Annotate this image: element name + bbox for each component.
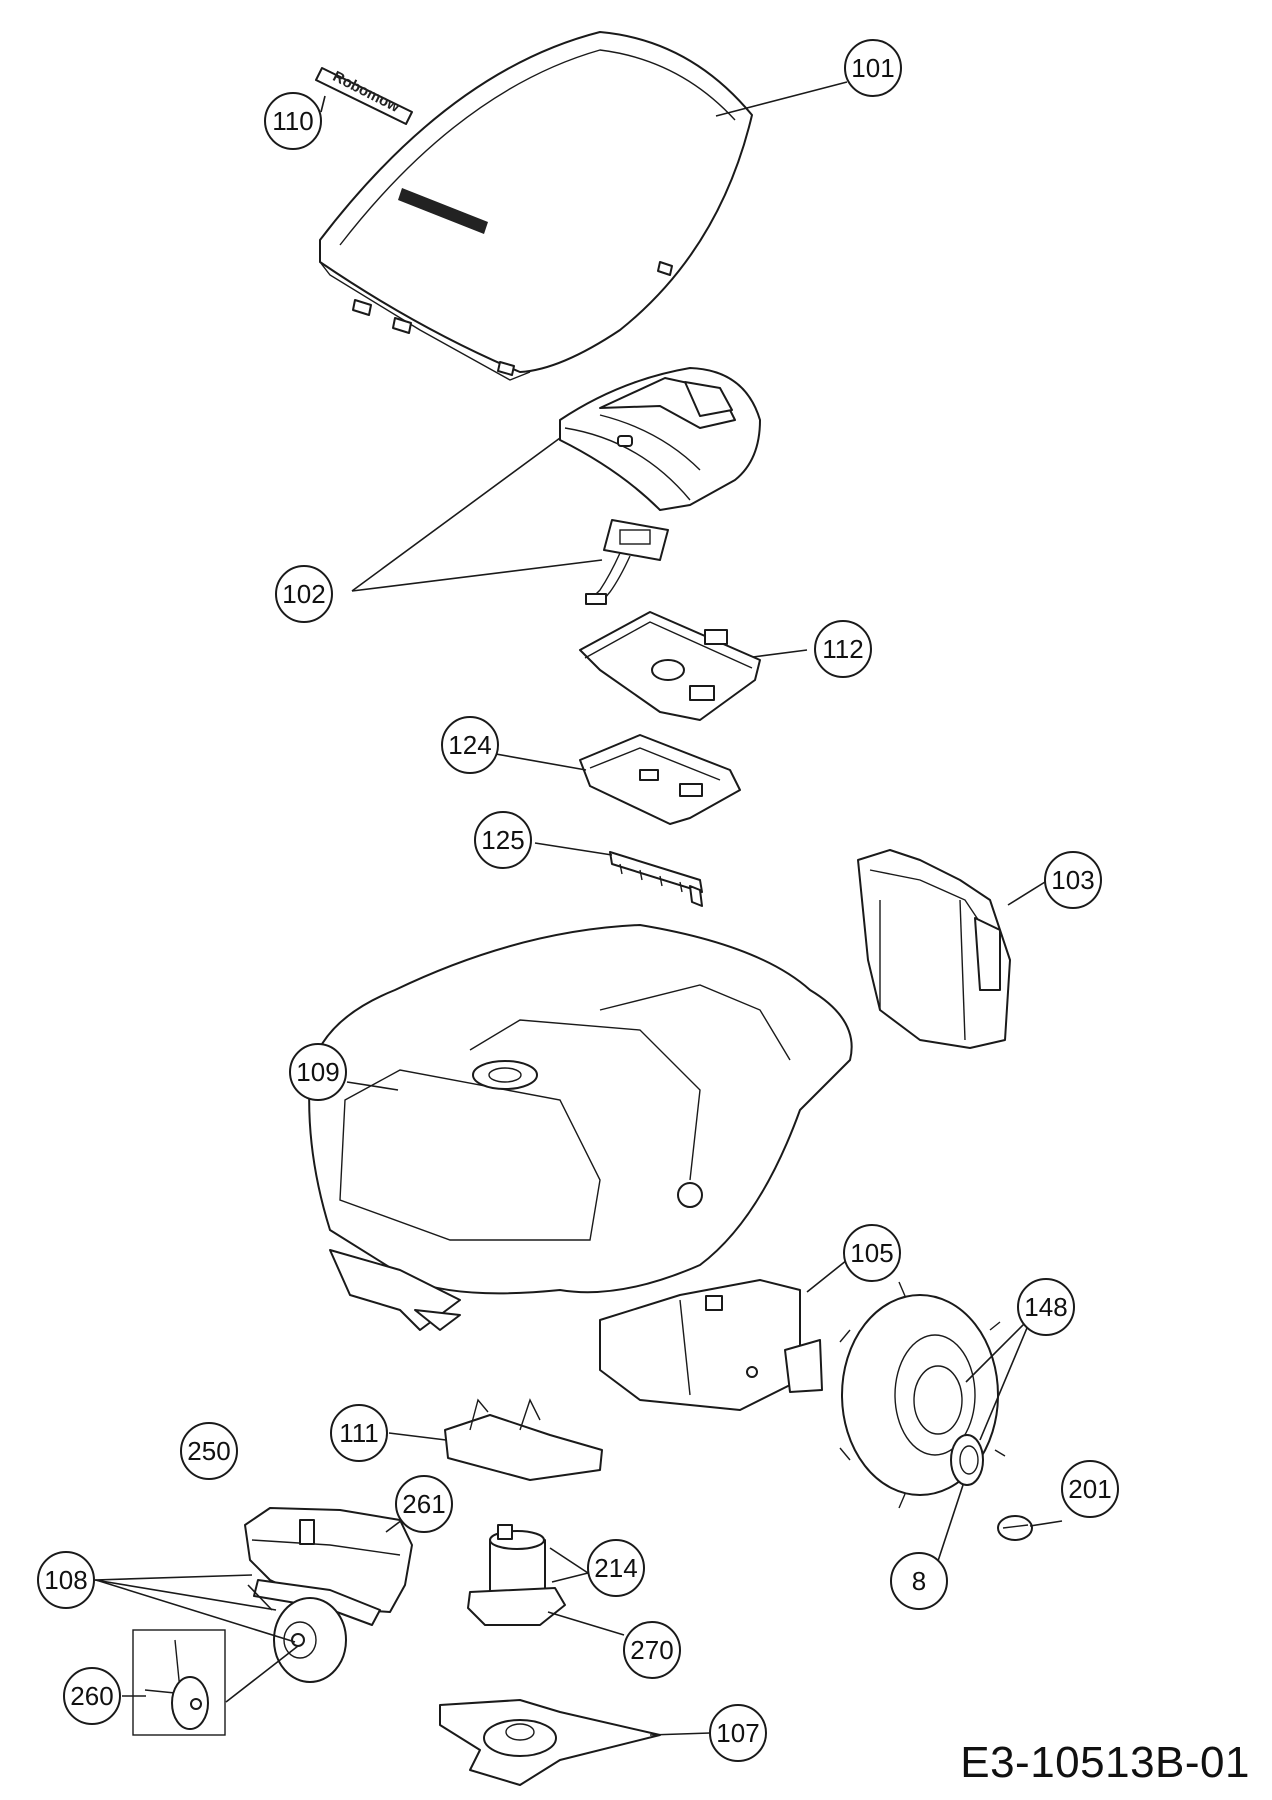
- callout-label: 201: [1068, 1474, 1111, 1504]
- blade-motor-part: [467, 1524, 566, 1626]
- callout-label: 214: [594, 1553, 637, 1583]
- drive-motor-part: [599, 1279, 823, 1411]
- callout-circle: [587, 1539, 645, 1597]
- callout-circle: [844, 39, 902, 97]
- callout-label: 250: [187, 1436, 230, 1466]
- callout-circle: [63, 1667, 121, 1725]
- callout-103: 103: [1044, 851, 1102, 909]
- callout-148: 148: [1017, 1278, 1075, 1336]
- callout-circle: [709, 1704, 767, 1762]
- callout-label: 270: [630, 1635, 673, 1665]
- connector-bracket-part: [609, 851, 703, 907]
- callout-circle: [395, 1475, 453, 1533]
- callout-261: 261: [395, 1475, 453, 1533]
- callout-250: 250: [180, 1422, 238, 1480]
- callout-109: 109: [289, 1043, 347, 1101]
- callout-260: 260: [63, 1667, 121, 1725]
- callout-label: 109: [296, 1057, 339, 1087]
- callout-label: 260: [70, 1681, 113, 1711]
- caster-wheel-part: [132, 1629, 226, 1736]
- callout-label: 261: [402, 1489, 445, 1519]
- callout-101: 101: [844, 39, 902, 97]
- callout-circle: [814, 620, 872, 678]
- callout-circle: [474, 811, 532, 869]
- callout-111: 111: [330, 1404, 388, 1462]
- callout-110: 110: [264, 92, 322, 150]
- callout-circle: [275, 565, 333, 623]
- wheel-badge-part: [997, 1515, 1033, 1541]
- main-pcb-part: [579, 611, 761, 721]
- callout-circle: [890, 1552, 948, 1610]
- callout-8: 8: [890, 1552, 948, 1610]
- chassis-part: [308, 924, 853, 1331]
- battery-compartment-part: [857, 849, 1011, 1049]
- callout-circle: [1017, 1278, 1075, 1336]
- control-panel-housing-part: [559, 367, 761, 511]
- callout-214: 214: [587, 1539, 645, 1597]
- callout-label: 105: [850, 1238, 893, 1268]
- pcb-holder-part: [579, 734, 741, 825]
- callout-circle: [623, 1621, 681, 1679]
- top-cover-part: [319, 31, 753, 381]
- callout-label: 124: [448, 730, 491, 760]
- callout-circle: [264, 92, 322, 150]
- callout-108: 108: [37, 1551, 95, 1609]
- callout-label: 110: [272, 106, 313, 136]
- callout-circle: [1044, 851, 1102, 909]
- callout-circle: [330, 1404, 388, 1462]
- callout-label: 111: [339, 1418, 379, 1448]
- callout-201: 201: [1061, 1460, 1119, 1518]
- callout-270: 270: [623, 1621, 681, 1679]
- callout-105: 105: [843, 1224, 901, 1282]
- callout-label: 125: [481, 825, 524, 855]
- callout-label: 8: [912, 1566, 926, 1596]
- cover-logo: [398, 188, 488, 234]
- callout-102: 102: [275, 565, 333, 623]
- callout-label: 108: [44, 1565, 87, 1595]
- front-wheel-part: [273, 1597, 347, 1683]
- robomow-decal-logo: Robomow: [315, 67, 413, 125]
- callout-circle: [180, 1422, 238, 1480]
- drawing-code: E3-10513B-01: [960, 1738, 1250, 1787]
- callout-circle: [441, 716, 499, 774]
- callout-112: 112: [814, 620, 872, 678]
- callout-circle: [37, 1551, 95, 1609]
- callout-label: 103: [1051, 865, 1094, 895]
- callout-107: 107: [709, 1704, 767, 1762]
- hub-cap-part: [950, 1434, 984, 1486]
- callout-label: 102: [282, 579, 325, 609]
- cutting-blade-part: [439, 1699, 661, 1786]
- leader-lines: [94, 81, 1063, 1736]
- callout-circle: [289, 1043, 347, 1101]
- callout-label: 112: [822, 634, 863, 664]
- callout-circle: [843, 1224, 901, 1282]
- callout-label: 101: [851, 53, 894, 83]
- callout-label: 148: [1024, 1292, 1067, 1322]
- display-board-part: [585, 519, 669, 605]
- callout-circle: [1061, 1460, 1119, 1518]
- callout-label: 107: [716, 1718, 759, 1748]
- motor-bracket-part: [444, 1398, 603, 1481]
- callout-125: 125: [474, 811, 532, 869]
- callout-124: 124: [441, 716, 499, 774]
